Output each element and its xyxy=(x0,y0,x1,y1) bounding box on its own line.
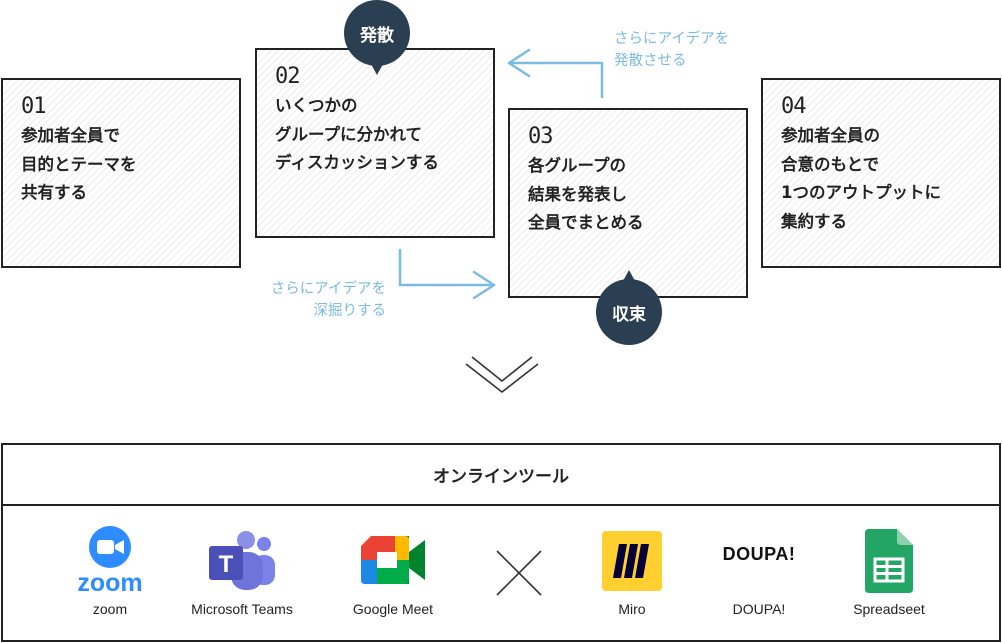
converge-bubble: 収束 xyxy=(596,270,662,345)
down-chevron-outer xyxy=(465,363,539,394)
note-diverge-more: さらにアイデアを 発散させる xyxy=(614,28,729,72)
miro-icon xyxy=(557,525,707,597)
forward-arrow-head xyxy=(472,270,496,300)
back-arrow-head xyxy=(507,48,531,78)
converge-label: 収束 xyxy=(612,304,646,325)
note-diverge-line-2: 発散させる xyxy=(614,53,687,69)
step-01-box: 01 参加者全員で 目的とテーマを 共有する xyxy=(1,78,241,268)
step-02-line-3: ディスカッションする xyxy=(275,153,439,172)
teams-icon: T xyxy=(167,525,317,597)
diverge-label: 発散 xyxy=(360,25,394,46)
diverge-bubble: 発散 xyxy=(344,0,410,75)
sheets-icon xyxy=(814,525,964,597)
step-04-line-3: 1つのアウトプットに xyxy=(781,183,941,202)
tool-microsoft-teams: T Microsoft Teams xyxy=(167,525,317,617)
tool-zoom-label: zoom xyxy=(92,601,128,617)
step-04-number: 04 xyxy=(781,94,807,119)
note-deepen-line-1: さらにアイデアを xyxy=(270,281,386,297)
tool-google-meet-label: Google Meet xyxy=(352,601,434,617)
step-03-line-3: 全員でまとめる xyxy=(528,213,644,232)
tool-miro-label: Miro xyxy=(618,601,646,617)
back-arrow-line xyxy=(507,61,604,99)
doupa-wordmark: DOUPA! xyxy=(723,544,796,564)
note-deepen-more: さらにアイデアを 深掘りする xyxy=(246,278,386,322)
down-chevron-inner xyxy=(471,356,533,383)
step-03-line-2: 結果を発表し xyxy=(528,184,627,204)
tool-zoom: zoom zoom xyxy=(35,525,185,617)
step-02-number: 02 xyxy=(275,64,301,89)
tool-doupa: DOUPA! DOUPA! xyxy=(684,525,834,617)
note-deepen-line-2: 深掘りする xyxy=(313,303,387,319)
zoom-icon: zoom xyxy=(35,525,185,597)
step-01-line-1: 参加者全員で xyxy=(21,126,120,145)
tool-google-meet: Google Meet xyxy=(318,525,468,617)
step-03-line-1: 各グループの xyxy=(528,156,627,175)
step-04-box: 04 参加者全員の 合意のもとで 1つのアウトプットに 集約する xyxy=(761,78,1001,268)
tool-spreadsheet: Spreadseet xyxy=(814,525,964,617)
svg-text:T: T xyxy=(219,551,234,578)
note-diverge-line-1: さらにアイデアを xyxy=(614,31,730,47)
doupa-icon: DOUPA! xyxy=(684,525,834,597)
flow-arrows xyxy=(398,48,604,394)
step-02-line-1: いくつかの xyxy=(275,96,358,115)
online-tools-header: オンラインツール xyxy=(3,445,999,506)
step-02-line-2: グループに分かれて xyxy=(275,124,423,144)
online-tools-panel: オンラインツール zoom zoom T Microsoft Teams xyxy=(1,443,1001,642)
step-01-line-3: 共有する xyxy=(21,183,87,202)
step-04-line-4: 集約する xyxy=(781,211,847,231)
step-04-line-1: 参加者全員の xyxy=(781,126,880,145)
zoom-wordmark: zoom xyxy=(77,569,142,597)
forward-arrow-line xyxy=(398,248,496,287)
step-02-box: 02 いくつかの グループに分かれて ディスカッションする xyxy=(255,48,495,238)
step-01-line-2: 目的とテーマを xyxy=(21,154,137,174)
google-meet-icon xyxy=(318,525,468,597)
step-01-number: 01 xyxy=(21,94,47,119)
tool-doupa-label: DOUPA! xyxy=(732,601,786,617)
step-03-box: 03 各グループの 結果を発表し 全員でまとめる xyxy=(508,108,748,298)
tool-miro: Miro xyxy=(557,525,707,617)
step-04-line-2: 合意のもとで xyxy=(781,154,880,174)
tool-teams-label: Microsoft Teams xyxy=(191,601,293,617)
online-tools-title: オンラインツール xyxy=(433,467,569,487)
step-03-number: 03 xyxy=(528,124,554,149)
tool-spreadsheet-label: Spreadseet xyxy=(853,601,925,617)
cross-icon xyxy=(494,548,544,602)
